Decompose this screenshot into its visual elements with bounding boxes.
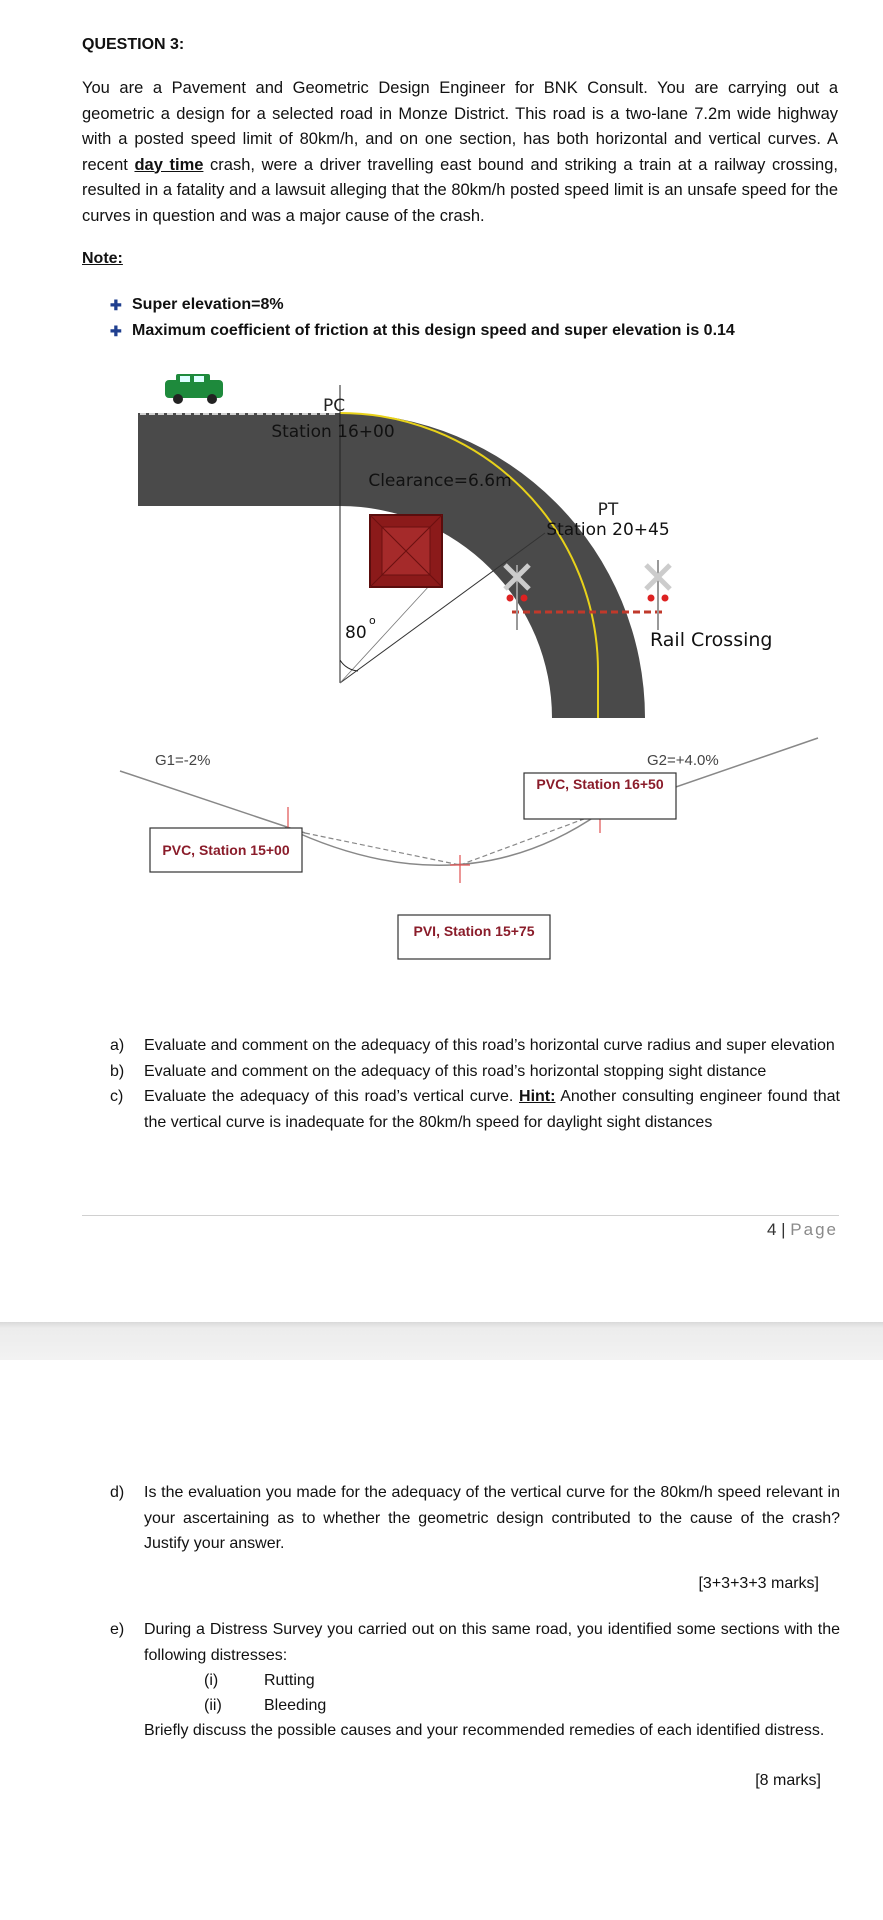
question-d-block: d)Is the evaluation you made for the ade…	[110, 1480, 840, 1557]
marks-e: [8 marks]	[755, 1772, 821, 1789]
pt-station: Station 20+45	[546, 520, 669, 540]
question-e: e) During a Distress Survey you carried …	[110, 1621, 840, 1739]
angle-arc	[339, 659, 359, 672]
road-surface	[138, 413, 645, 718]
distress-item: (ii)Bleeding	[204, 1697, 327, 1714]
question-a: a)Evaluate and comment on the adequacy o…	[110, 1037, 835, 1054]
angle-value: 80	[345, 623, 367, 643]
footer-divider	[82, 1215, 839, 1216]
pvi-box	[397, 914, 551, 960]
g1-label: G1=-2%	[155, 752, 210, 769]
pt-label: PT	[598, 500, 619, 520]
note-item: ✚Maximum coefficient of friction at this…	[110, 318, 735, 344]
car-icon	[165, 374, 223, 404]
road-diagrams: PC Station 16+00 Clearance=6.6m PT Stati…	[119, 374, 819, 960]
question-b: b)Evaluate and comment on the adequacy o…	[110, 1062, 767, 1080]
distress-list: (i)Rutting (ii)Bleeding	[144, 1668, 840, 1718]
pt-radius-line	[339, 532, 546, 684]
obstruction-building-icon	[369, 514, 443, 588]
intro-text-2: crash, were a driver travelling east bou…	[82, 155, 838, 225]
distress-item: (i)Rutting	[204, 1672, 315, 1689]
tangent-dashed-left	[304, 832, 461, 866]
pvc-right-box	[523, 772, 677, 820]
questions-abc: a)Evaluate and comment on the adequacy o…	[110, 1033, 840, 1135]
pvc-left-box	[149, 827, 303, 873]
centerline	[339, 412, 599, 718]
note-item: ✚Super elevation=8%	[110, 292, 735, 318]
pvc-right-label: PVC, Station 16+50	[536, 776, 663, 792]
grade-line-g1	[119, 770, 306, 834]
page-5: d)Is the evaluation you made for the ade…	[0, 1360, 883, 1920]
intro-paragraph: You are a Pavement and Geometric Design …	[82, 76, 838, 229]
clearance-line	[339, 584, 431, 684]
pc-label: PC	[323, 396, 345, 416]
question-d: d)Is the evaluation you made for the ade…	[110, 1484, 840, 1552]
page-4: QUESTION 3: You are a Pavement and Geome…	[82, 36, 840, 1239]
railroad-crossing-sign-icon	[503, 563, 531, 630]
vertical-curve-diagram: G1=-2% G2=+4.0% PVC, Station 16+50 PVC, …	[119, 737, 819, 960]
railroad-crossing-sign-icon	[644, 560, 672, 630]
hint-label: Hint:	[519, 1088, 556, 1105]
pc-station: Station 16+00	[271, 422, 394, 442]
intro-underlined: day time	[134, 155, 204, 174]
g2-label: G2=+4.0%	[647, 752, 719, 769]
pvc-left-label: PVC, Station 15+00	[162, 842, 289, 858]
intro-text-1: You are a Pavement and Geometric Design …	[82, 79, 838, 174]
tangent-dashed-right	[459, 812, 601, 866]
question-title: QUESTION 3:	[82, 36, 185, 53]
note-label: Note:	[82, 250, 123, 267]
page-number: 4 | Page	[766, 1220, 838, 1239]
arrow-bullet-icon: ✚	[110, 323, 122, 339]
marks-abcd: [3+3+3+3 marks]	[698, 1575, 819, 1592]
arrow-bullet-icon: ✚	[110, 297, 122, 313]
page-separator	[0, 1322, 883, 1360]
question-c: c)Evaluate the adequacy of this road’s v…	[110, 1088, 840, 1131]
note-list: ✚Super elevation=8% ✚Maximum coefficient…	[110, 292, 735, 344]
pvi-label: PVI, Station 15+75	[414, 923, 535, 939]
horizontal-curve-diagram: PC Station 16+00 Clearance=6.6m PT Stati…	[138, 374, 773, 718]
question-e-block: e) During a Distress Survey you carried …	[110, 1617, 840, 1744]
angle-degree: o	[369, 614, 376, 627]
rail-crossing-label: Rail Crossing	[650, 629, 773, 651]
clearance-label: Clearance=6.6m	[368, 471, 511, 491]
